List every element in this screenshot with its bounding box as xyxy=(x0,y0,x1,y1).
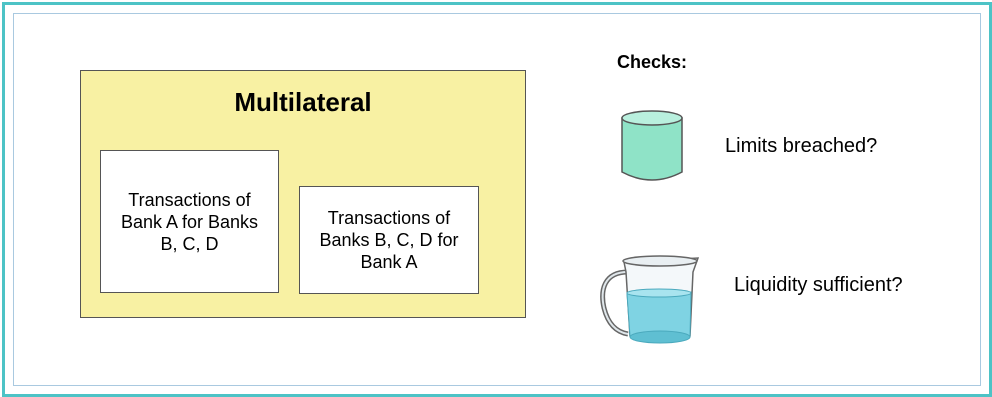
inner-border xyxy=(13,13,981,386)
transactions-banks-bcd-label: Transactions of Banks B, C, D for Bank A xyxy=(319,208,459,272)
liquidity-sufficient-label: Liquidity sufficient? xyxy=(734,274,903,296)
checks-title: Checks: xyxy=(617,52,688,72)
transactions-bank-a-label: Transactions of Bank A for Banks B, C, D xyxy=(120,189,259,254)
transactions-banks-bcd-box: Transactions of Banks B, C, D for Bank A xyxy=(299,186,479,294)
transactions-bank-a-box: Transactions of Bank A for Banks B, C, D xyxy=(100,150,279,293)
cylinder-icon xyxy=(621,110,683,181)
limits-breached-label: Limits breached? xyxy=(725,135,878,157)
multilateral-title: Multilateral xyxy=(234,87,372,117)
jug-icon xyxy=(600,255,700,344)
